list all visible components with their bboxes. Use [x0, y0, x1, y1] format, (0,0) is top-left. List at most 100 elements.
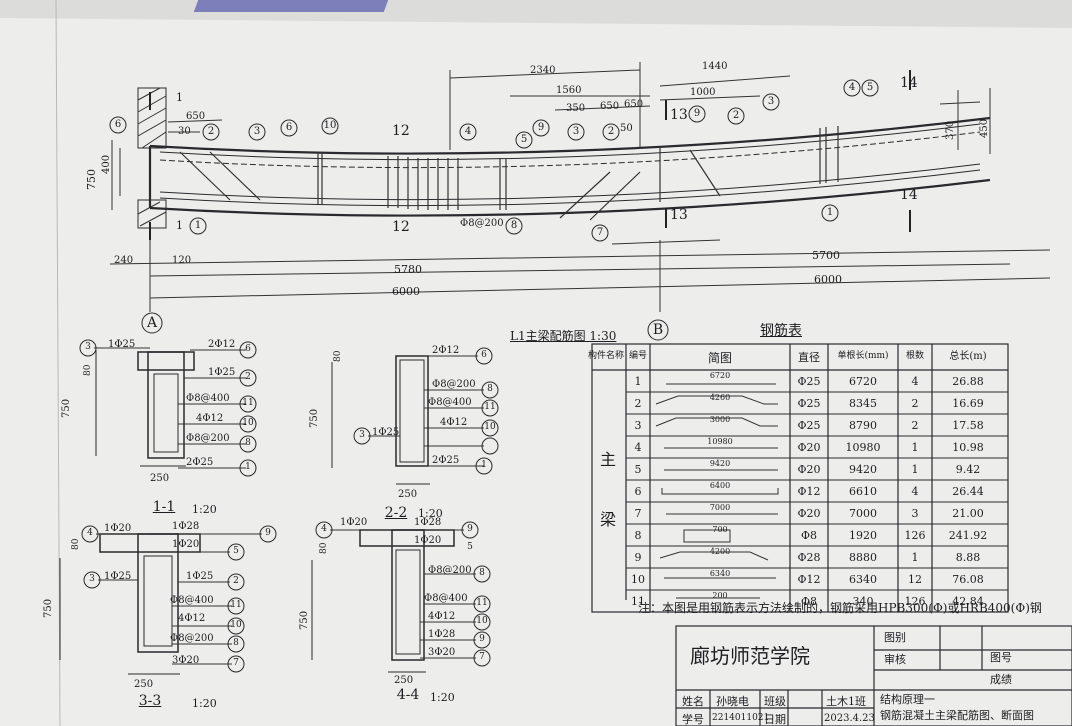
table-cell-dia: Φ28: [797, 551, 821, 564]
table-cell-dia: Φ12: [797, 573, 821, 586]
section-title: 3-3: [138, 693, 162, 709]
section-1-1: [95, 350, 195, 467]
bar-mark: 2: [245, 372, 251, 382]
table-cell-dia: Φ25: [797, 375, 821, 388]
table-cell-sketch: 3000: [709, 415, 731, 424]
section-title: 2-2: [384, 505, 408, 521]
table-cell-total: 76.08: [952, 573, 984, 586]
school-name: 廊坊师范学院: [690, 644, 810, 668]
tb-label: 班级: [764, 695, 786, 708]
table-cell-sketch: 9420: [709, 459, 731, 468]
table-cell-total: 26.44: [952, 485, 984, 498]
callout: 2Φ12: [208, 339, 236, 350]
bar-mark: 3: [572, 126, 580, 137]
rebar-table-rows: [626, 391, 1008, 591]
stirrup-note: Φ8@200: [460, 218, 504, 229]
bar-mark: 9: [479, 634, 485, 644]
callout: 2Φ25: [432, 455, 460, 466]
table-cell-total: 21.00: [952, 507, 984, 520]
bar-mark: 6: [481, 350, 487, 360]
bar-mark: 5: [866, 82, 874, 93]
bar-mark: 6: [285, 122, 293, 133]
bar-mark: 5: [520, 134, 528, 145]
section-cut-label: 14: [900, 75, 918, 91]
callout: Φ8@200: [170, 633, 214, 644]
table-header: 根数: [905, 351, 925, 361]
rebar-table-grid: [591, 343, 1009, 613]
callout: 1Φ25: [104, 571, 132, 582]
tb-label: 学号: [682, 713, 704, 726]
table-cell-sketch: 200: [712, 591, 728, 600]
bar-mark: 2: [732, 110, 740, 121]
bar-mark: 8: [487, 384, 493, 394]
bar-mark: 8: [245, 438, 251, 448]
bar-mark: 3: [767, 96, 775, 107]
table-cell-total: 42.84: [952, 595, 984, 608]
section-cut-label: 1: [176, 91, 183, 104]
table-cell-count: 2: [911, 397, 919, 410]
table-cell-dia: Φ20: [797, 463, 821, 476]
table-cell-count: 12: [908, 573, 922, 586]
dim-text: 120: [172, 255, 192, 266]
section-cover: 80: [83, 364, 93, 376]
table-cell-len: 1920: [849, 529, 877, 542]
callout: 4Φ12: [428, 611, 456, 622]
bar-mark: 10: [476, 616, 488, 626]
table-cell-sketch: 7000: [709, 503, 731, 512]
table-cell-sketch: 10980: [707, 437, 733, 446]
table-header: 总长(m): [949, 351, 987, 362]
bar-mark: 6: [114, 119, 122, 130]
section-cut-label: 12: [392, 219, 410, 235]
callout: Φ8@200: [186, 433, 230, 444]
tb-label: 图号: [990, 651, 1012, 664]
callout: 1Φ20: [104, 523, 132, 534]
table-cell-no: 10: [631, 573, 645, 586]
callout: 1Φ25: [108, 339, 136, 350]
bar-mark: 8: [233, 638, 239, 648]
table-cell-no: 3: [634, 419, 642, 432]
callout: 3Φ20: [172, 655, 200, 666]
table-header: 构件名称: [587, 351, 625, 361]
bar-mark: 1: [245, 462, 251, 472]
bar-mark: 8: [510, 220, 518, 231]
tb-label: 姓名: [682, 695, 704, 708]
callout: 3Φ20: [428, 647, 456, 658]
bar-mark: 2: [207, 126, 215, 137]
section-cut-label: 14: [900, 187, 918, 203]
dim-text: 5780: [394, 263, 422, 276]
dim-text: 6000: [392, 285, 420, 298]
callout: 1Φ25: [186, 571, 214, 582]
section-title: 4-4: [396, 687, 420, 703]
section-4-4: [311, 529, 455, 673]
section-cover: 80: [71, 538, 81, 550]
table-cell-dia: Φ12: [797, 485, 821, 498]
table-cell-len: 6340: [849, 573, 877, 586]
bar-mark: 9: [537, 122, 545, 133]
bar-mark: 6: [245, 344, 251, 354]
bar-mark: 1: [481, 460, 487, 470]
table-cell-len: 9420: [849, 463, 877, 476]
table-cell-len: 8345: [849, 397, 877, 410]
tb-label: 成绩: [990, 673, 1012, 686]
bar-mark: 5: [233, 546, 239, 556]
bar-mark: 1: [826, 207, 834, 218]
table-cell-len: 6720: [849, 375, 877, 388]
table-cell-no: 9: [634, 551, 642, 564]
bar-mark: 7: [596, 227, 604, 238]
table-cell-len: 340: [852, 595, 874, 608]
bar-mark: 4: [321, 524, 327, 534]
section-scale: 1:20: [430, 691, 455, 704]
callout: 2Φ25: [186, 457, 214, 468]
bar-mark: 9: [693, 108, 701, 119]
tb-label: 审核: [884, 653, 906, 666]
bar-mark: 8: [479, 568, 485, 578]
section-height: 750: [43, 598, 54, 618]
table-header: 简图: [707, 351, 733, 365]
table-cell-no: 5: [634, 463, 642, 476]
callout: 2Φ12: [432, 345, 460, 356]
dim-text: 350: [566, 103, 586, 114]
callout: Φ8@200: [428, 565, 472, 576]
table-header: 直径: [798, 351, 820, 364]
table-sketches: [655, 383, 779, 599]
section-cover: 80: [319, 542, 329, 554]
